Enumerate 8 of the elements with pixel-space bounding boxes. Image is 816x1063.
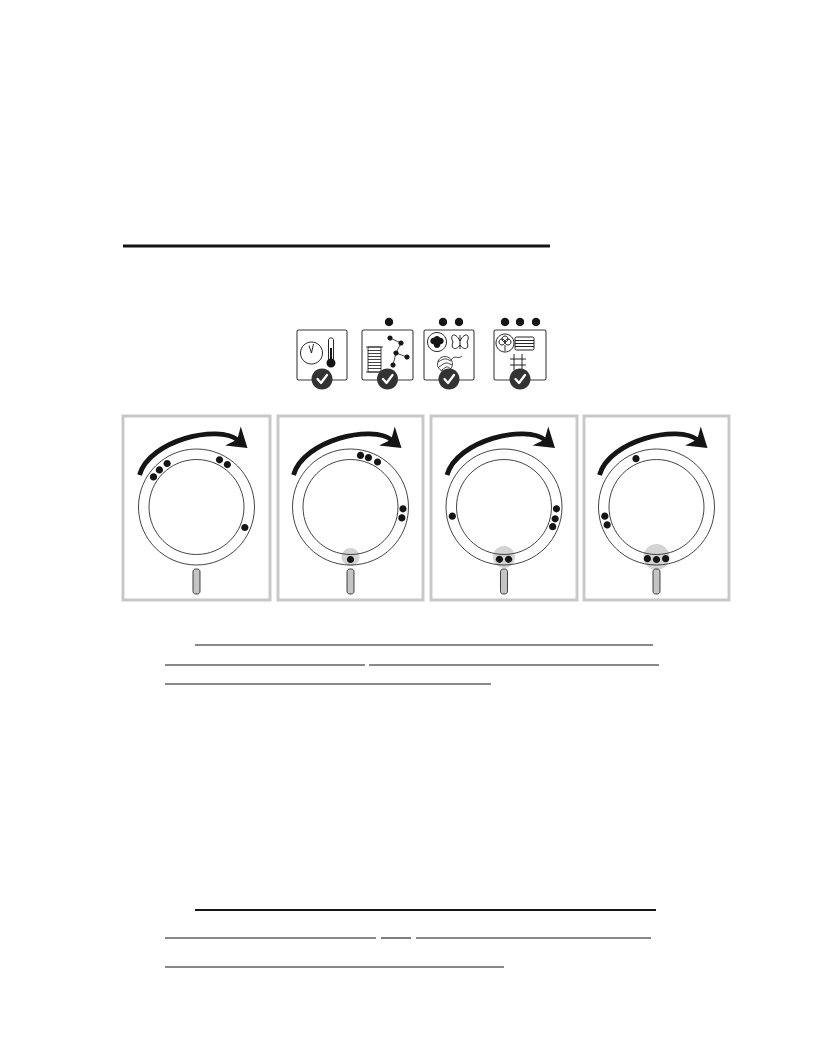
icon-card bbox=[361, 329, 414, 381]
dial-panel bbox=[582, 414, 731, 602]
dial-panel bbox=[121, 414, 272, 602]
icon-card bbox=[493, 329, 547, 381]
icon-card bbox=[423, 329, 475, 381]
icon-card bbox=[296, 329, 348, 381]
dial-panel bbox=[276, 414, 425, 602]
dial-panel bbox=[429, 414, 579, 602]
